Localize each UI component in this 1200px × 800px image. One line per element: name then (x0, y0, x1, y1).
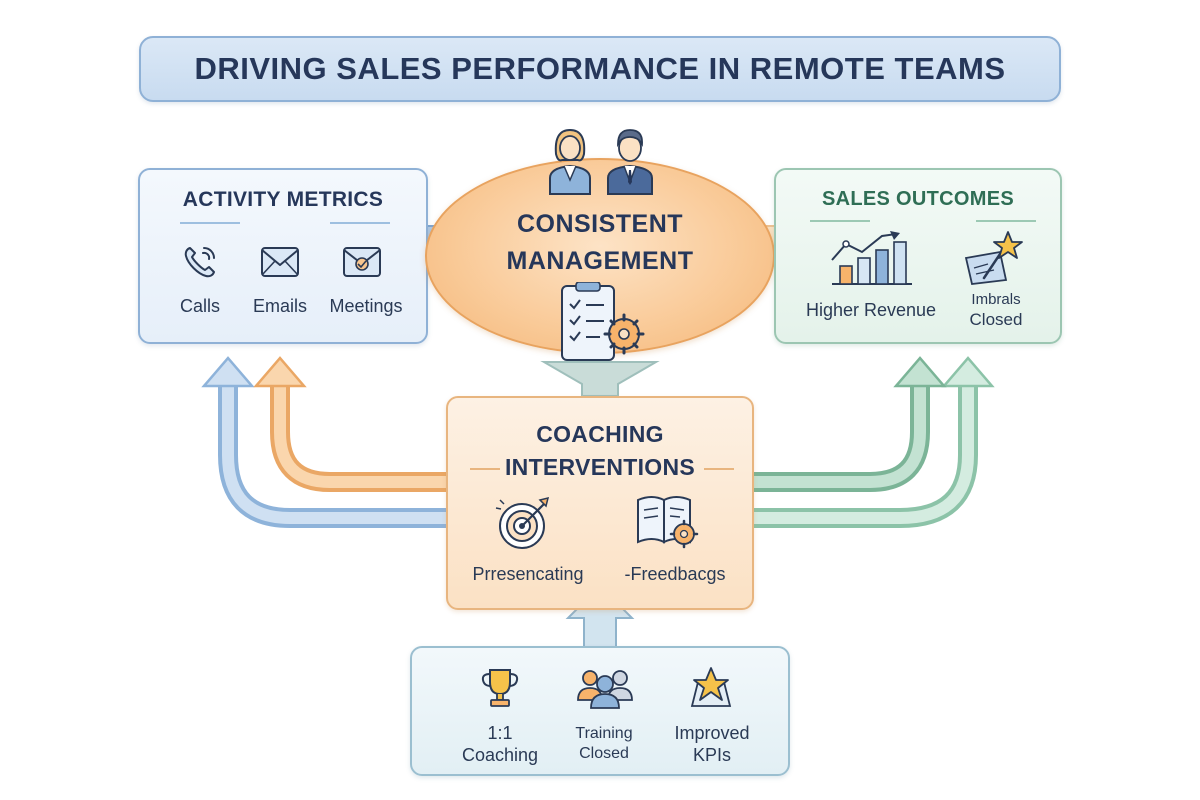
presentation-label: Prresencating (472, 564, 584, 584)
consistent-management-label: CONSISTENT MANAGEMENT (455, 206, 745, 280)
activity-metrics-heading: ACTIVITY METRICS (182, 188, 384, 211)
target-icon (495, 496, 550, 549)
deals-closed-line2: Closed (969, 310, 1023, 329)
bar-chart-icon (831, 231, 912, 285)
calls-label: Calls (179, 296, 220, 316)
deals-closed-label: Imbrals Closed (948, 290, 1044, 330)
page-title: DRIVING SALES PERFORMANCE IN REMOTE TEAM… (194, 51, 1006, 86)
coaching-interventions-panel: COACHING INTERVENTIONS Prresencating -Fr… (446, 396, 754, 610)
feedback-label: -Freedbacgs (624, 564, 726, 584)
arrow-coaching-to-activity-blue (201, 356, 448, 528)
higher-revenue-label: Higher Revenue (805, 300, 937, 320)
meeting-envelope-icon (343, 247, 381, 277)
one-on-one-coaching-label: 1:1 Coaching (442, 722, 558, 766)
deal-star-icon (964, 231, 1023, 285)
checklist-gear-icon (561, 282, 645, 361)
arrow-coaching-to-outcomes-green-inner (752, 356, 947, 492)
title-banner: DRIVING SALES PERFORMANCE IN REMOTE TEAM… (139, 36, 1061, 102)
heading-divider (810, 220, 870, 222)
envelope-icon (261, 247, 299, 277)
sales-outcomes-heading: SALES OUTCOMES (822, 188, 1014, 210)
consistent-management-line2: MANAGEMENT (506, 247, 694, 275)
training-line2: Closed (579, 745, 629, 762)
sales-outcomes-panel: SALES OUTCOMES Higher Revenue Imbrals Cl… (774, 168, 1062, 344)
heading-divider (976, 220, 1036, 222)
heading-divider (470, 468, 500, 470)
phone-icon (184, 247, 215, 278)
deals-closed-line1: Imbrals (971, 291, 1021, 308)
activity-metrics-panel: ACTIVITY METRICS Calls Emails Meetings (138, 168, 428, 344)
training-line1: Training (575, 725, 633, 742)
heading-divider (704, 468, 734, 470)
one-on-one-line2: Coaching (461, 745, 539, 765)
heading-divider (180, 222, 240, 224)
arrow-management-to-coaching (540, 361, 660, 397)
managers-icon (549, 128, 653, 195)
emails-label: Emails (252, 296, 307, 316)
improved-kpis-label: Improved KPIs (660, 722, 764, 766)
consistent-management-line1: CONSISTENT (516, 210, 684, 238)
one-on-one-line1: 1:1 (487, 723, 513, 743)
coaching-line2: INTERVENTIONS (504, 454, 696, 480)
team-icon (577, 670, 633, 709)
heading-divider (330, 222, 390, 224)
arrow-coaching-to-activity-orange (253, 356, 448, 492)
improved-kpis-line1: Improved (674, 723, 750, 743)
coaching-interventions-heading: COACHING INTERVENTIONS (448, 418, 752, 484)
trophy-icon (481, 669, 519, 707)
meetings-label: Meetings (329, 296, 403, 316)
training-label: Training Closed (556, 724, 652, 764)
book-gear-icon (637, 496, 699, 549)
improved-kpis-line2: KPIs (692, 745, 731, 765)
foundations-panel: 1:1 Coaching Training Closed Improved KP… (410, 646, 790, 776)
star-icon (690, 667, 732, 707)
coaching-line1: COACHING (536, 421, 664, 447)
arrow-coaching-to-outcomes-green-outer (752, 356, 995, 528)
